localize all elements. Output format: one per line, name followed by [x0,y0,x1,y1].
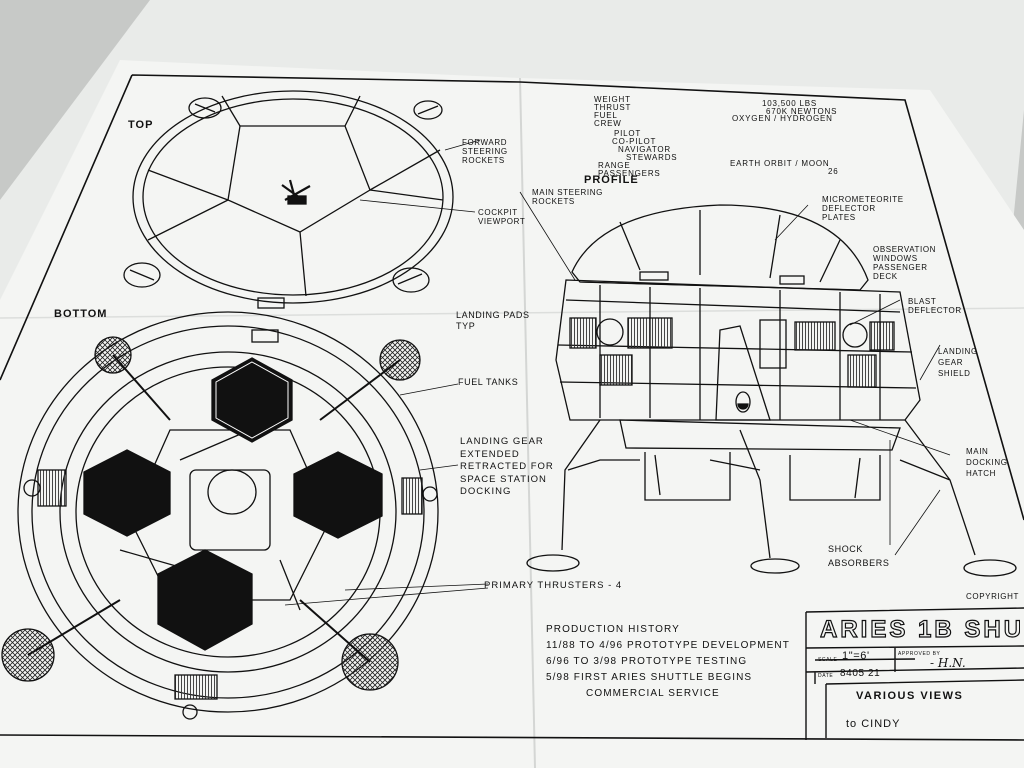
profile-view [519,191,1017,577]
paper-sheet [0,60,1024,768]
spec-label: PASSENGERS [598,169,661,178]
scale-value: 1"=6' [842,650,870,662]
view-label-top: TOP [128,119,154,131]
history-line: 11/88 TO 4/96 PROTOTYPE DEVELOPMENT [546,640,790,651]
spec-value: 103,500 LBS [762,99,818,108]
approved-signature: - H.N. [930,656,966,670]
spec-label: RANGE [598,161,631,170]
view-label-profile: PROFILE [584,174,639,186]
spec-label: FUEL [594,111,618,120]
callout-fuel-tanks: FUEL TANKS [458,377,519,387]
top-steering-rocket-4 [392,267,430,293]
drawing-border [0,74,1024,741]
bottom-thruster-right [293,451,383,539]
spec-value: 26 [828,167,839,176]
drawing-subtitle: VARIOUS VIEWS [856,690,964,702]
history-line: COMMERCIAL SERVICE [586,688,720,699]
spec-label: THRUST [594,103,632,112]
top-steering-rocket-2 [413,100,443,120]
date-value: 8405 21 [840,668,881,679]
spec-label: NAVIGATOR [618,145,671,154]
profile-right-leg [899,419,1017,577]
production-history: PRODUCTION HISTORY 11/88 TO 4/96 PROTOTY… [546,622,790,702]
spec-value: EARTH ORBIT / MOON [730,159,830,168]
view-label-bottom: BOTTOM [54,308,108,320]
date-label: DATE [818,673,834,679]
history-title: PRODUCTION HISTORY [546,624,680,635]
scale-label: SCALE [818,657,838,663]
top-steering-rocket-3 [123,262,161,288]
history-line: 5/98 FIRST ARIES SHUTTLE BEGINS [546,672,753,683]
approved-label: APPROVED BY [898,651,941,657]
drawing-recipient: to CINDY [846,718,901,730]
top-steering-rocket-1 [188,97,222,119]
spec-label: WEIGHT [594,95,631,104]
spec-label: STEWARDS [626,153,678,162]
bottom-thruster-bottom [157,549,253,651]
profile-left-rocket [569,317,673,349]
title-block [805,607,1024,740]
paper-fold-vertical [519,77,536,768]
drawing-title: ARIES 1B SHU [820,616,1020,644]
callout-primary-thrusters: PRIMARY THRUSTERS - 4 [484,580,623,591]
spec-label: PILOT [614,129,642,138]
profile-center-leg [709,429,800,574]
top-view [123,90,481,309]
profile-left-leg [526,419,640,572]
history-line: 6/96 TO 3/98 PROTOTYPE TESTING [546,656,748,667]
bottom-thruster-top [211,357,293,443]
bottom-thruster-left [83,449,171,537]
spec-label: CO-PILOT [612,137,657,146]
spec-label: CREW [594,119,622,128]
spec-value: OXYGEN / HYDROGEN [732,114,833,123]
copyright-text: COPYRIGHT [966,592,1019,601]
spec-value: 670K NEWTONS [766,107,838,116]
bottom-view [1,311,489,720]
profile-right-rocket [794,321,895,351]
paper-fold-horizontal [0,307,1024,319]
